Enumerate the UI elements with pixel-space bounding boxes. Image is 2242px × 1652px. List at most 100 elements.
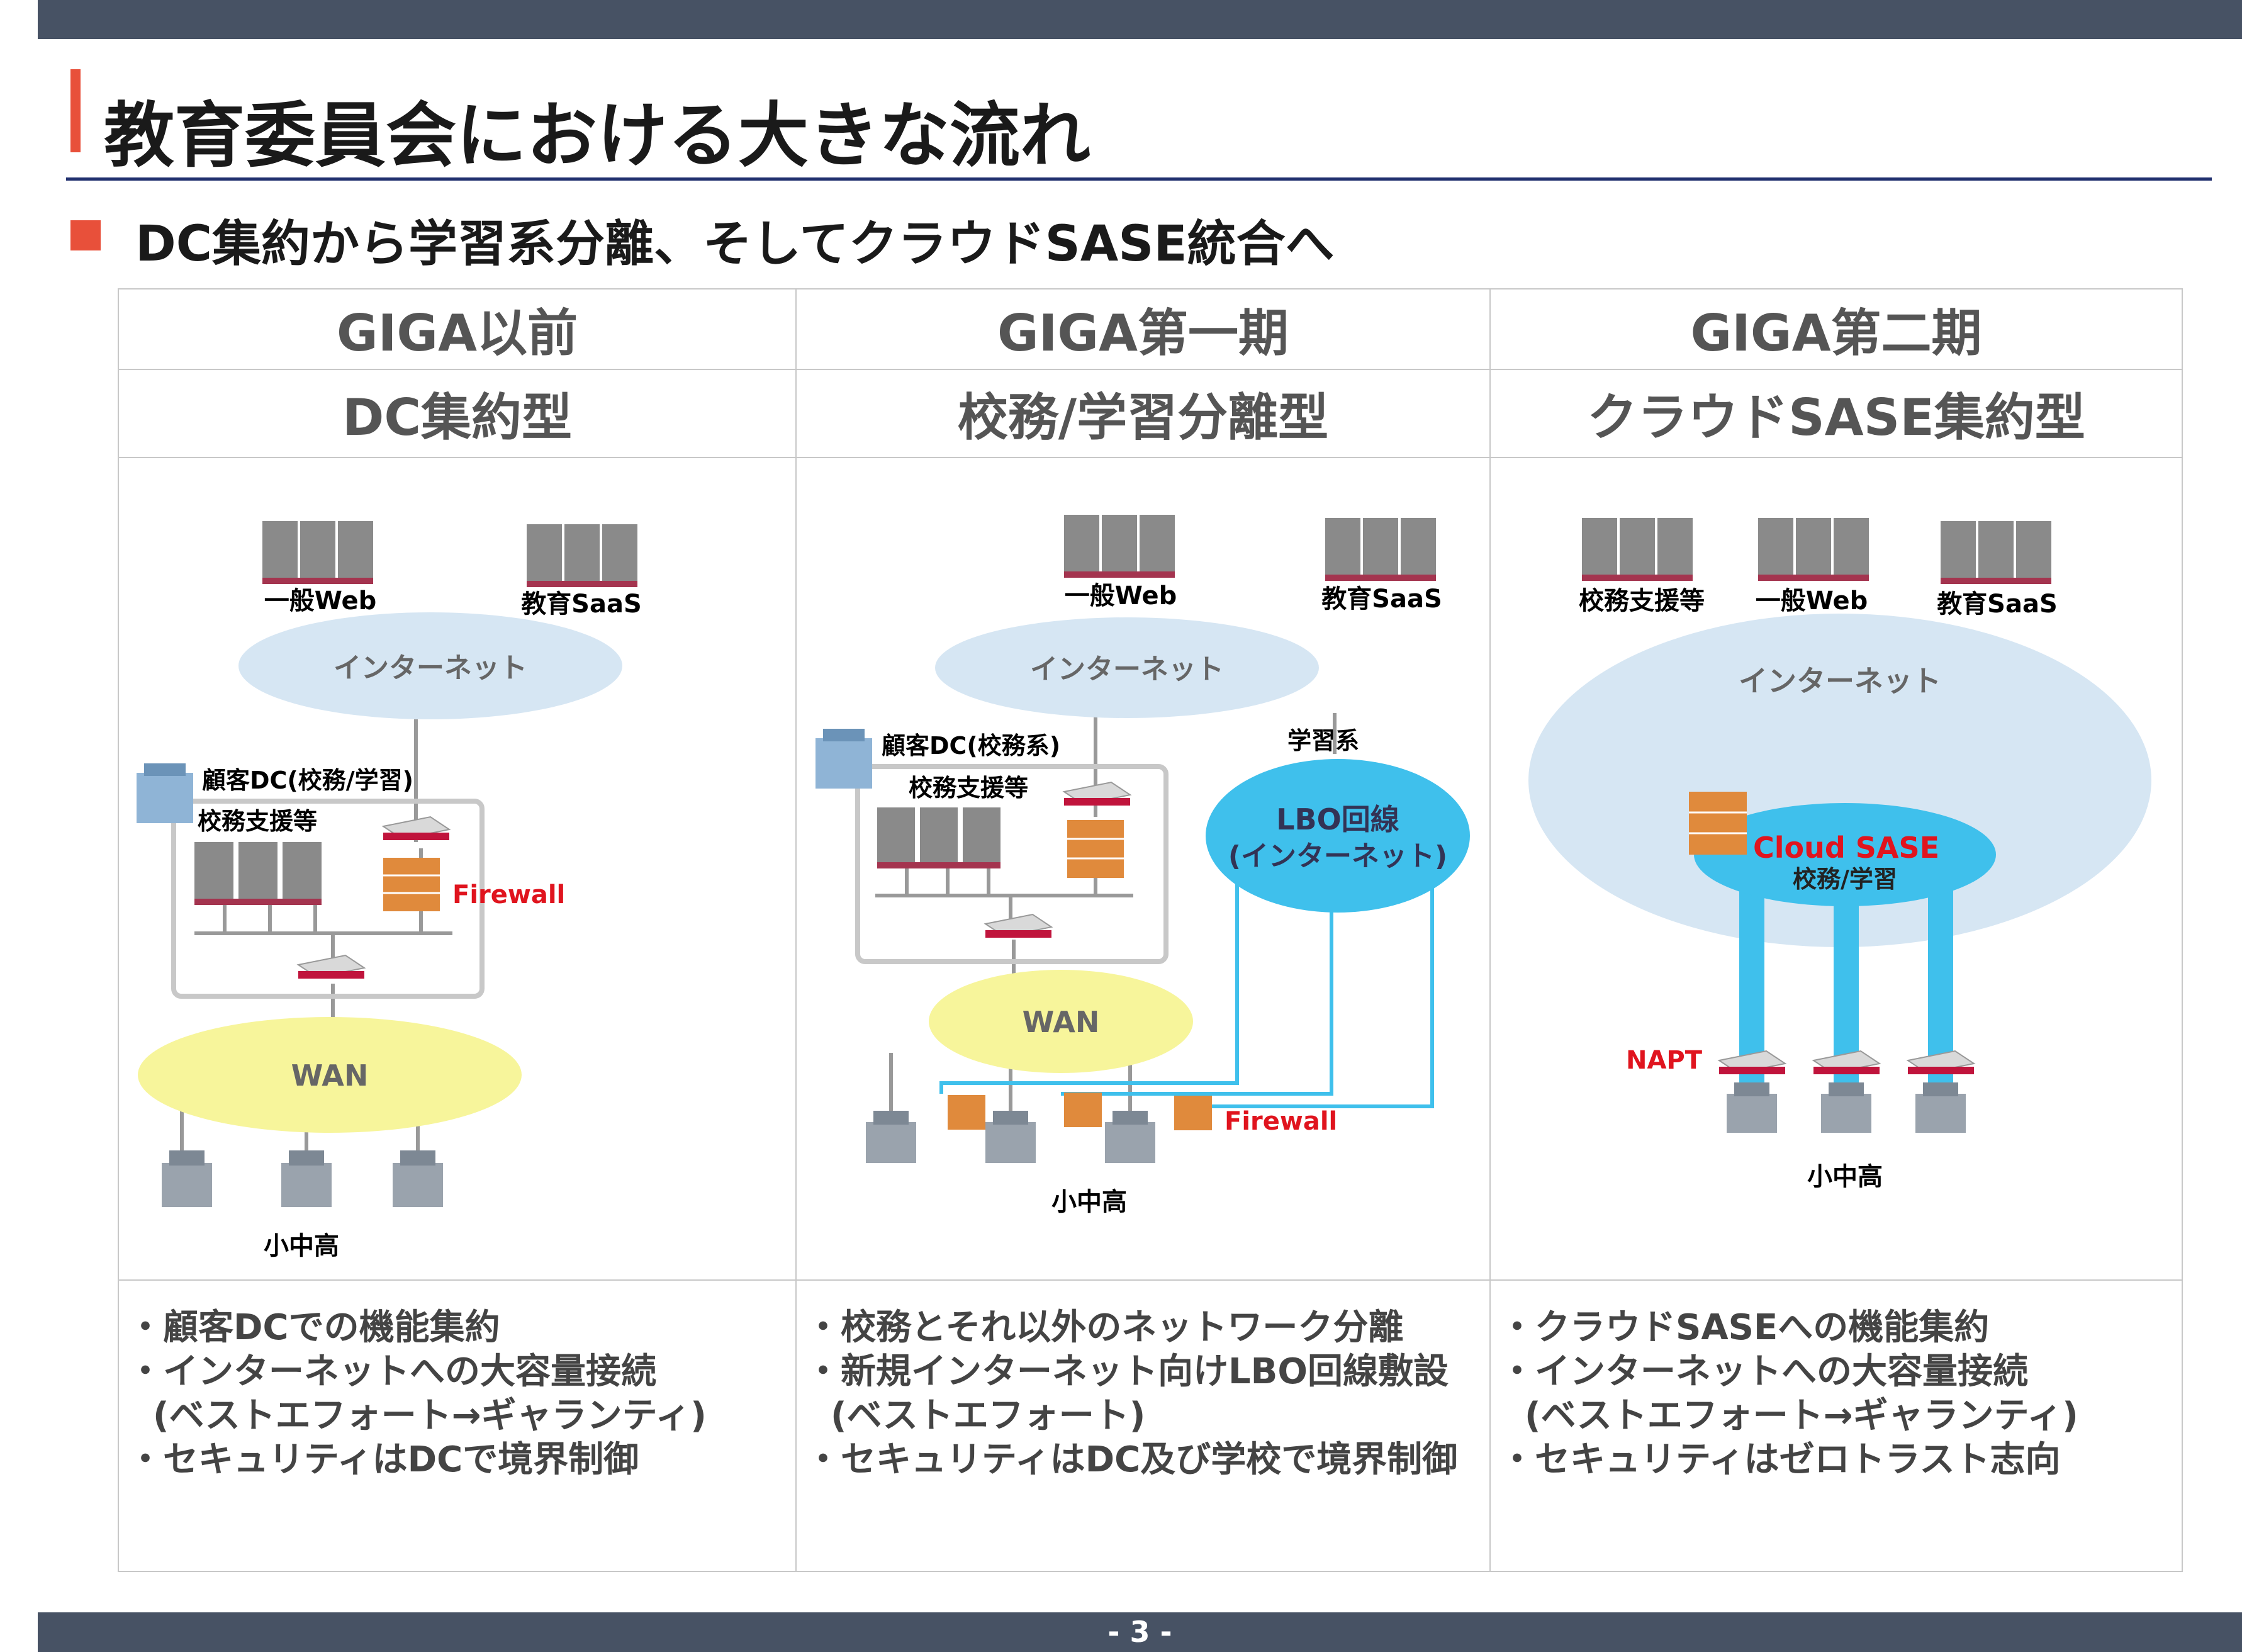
- title-underline: [66, 177, 2212, 181]
- router-icon: [1717, 1050, 1787, 1074]
- lbo-subtitle: (インターネット): [1228, 840, 1447, 872]
- saas-label: 教育SaaS: [1937, 590, 2058, 619]
- school-building-icon: [1821, 1082, 1871, 1133]
- internet-label: インターネット: [333, 652, 527, 684]
- comparison-table: GIGA以前 GIGA第一期 GIGA第二期 DC集約型 校務/学習分離型 クラ…: [118, 288, 2183, 1572]
- cloud-sase-sub: 校務/学習: [1793, 865, 1897, 893]
- router-icon: [296, 954, 366, 979]
- internet-cloud: [1528, 614, 2151, 947]
- firewall-icon: [383, 858, 440, 911]
- diagram-separated: インターネット LBO回線 (インターネット) 学習系 WAN 一般Web: [795, 457, 1491, 1281]
- firewall-icon: [1067, 820, 1124, 878]
- schools-label: 小中高: [264, 1232, 339, 1261]
- firewall-label: Firewall: [1225, 1107, 1337, 1136]
- support-label: 校務支援等: [198, 807, 317, 835]
- school-building-icon: [866, 1111, 916, 1163]
- school-building-icon: [1915, 1082, 1966, 1133]
- top-bar: [38, 0, 2242, 39]
- internet-cloud: [238, 612, 622, 719]
- schools-label: 小中高: [1807, 1162, 1883, 1191]
- cloud-sase-label: Cloud SASE: [1753, 831, 1939, 865]
- notes-cell: ・顧客DCでの機能集約 ・インターネットへの大容量接続 (ベストエフォート→ギャ…: [118, 1279, 797, 1572]
- note-line: ・校務とそれ以外のネットワーク分離: [805, 1307, 1404, 1348]
- dc-boundary: [171, 799, 485, 999]
- wan-label: WAN: [1023, 1005, 1100, 1039]
- router-icon: [1062, 781, 1132, 806]
- internet-cloud: [935, 617, 1319, 718]
- bullet-square-icon: [70, 220, 101, 250]
- dc-label: 顧客DC(校務系): [882, 732, 1060, 760]
- schools-label: 小中高: [1051, 1188, 1127, 1217]
- internet-label: インターネット: [1739, 664, 1941, 698]
- era-header: GIGA第二期: [1489, 288, 2183, 370]
- firewall-icon: [948, 1095, 985, 1130]
- era-header: GIGA第一期: [795, 288, 1491, 370]
- web-label: 一般Web: [1065, 582, 1177, 610]
- page-title: 教育委員会における大きな流れ: [104, 95, 1090, 177]
- web-label: 一般Web: [264, 587, 376, 615]
- firewall-icon: [1174, 1096, 1212, 1130]
- internet-label: インターネット: [1030, 653, 1224, 685]
- note-line: ・セキュリティはゼロトラスト志向: [1499, 1439, 2061, 1480]
- page-number: - 3 -: [1107, 1615, 1172, 1649]
- lbo-circuit: [1206, 759, 1470, 913]
- server-rack-icon: [1325, 518, 1436, 581]
- learning-label: 学習系: [1287, 727, 1359, 755]
- note-line: ・新規インターネット向けLBO回線敷設: [805, 1351, 1449, 1392]
- firewall-icon: [1689, 792, 1747, 855]
- server-rack-icon: [1582, 518, 1693, 581]
- router-icon: [381, 816, 451, 840]
- router-icon: [1906, 1050, 1976, 1074]
- school-building-icon: [1727, 1082, 1777, 1133]
- server-rack-icon: [1941, 521, 2051, 584]
- web-label: 一般Web: [1756, 587, 1868, 615]
- diagram-dc-centralized: インターネット WAN 一般Web 教育SaaS: [118, 457, 797, 1281]
- school-building-icon: [281, 1150, 332, 1207]
- server-rack-icon: [527, 524, 637, 587]
- note-line: (ベストエフォート→ギャランティ): [153, 1395, 707, 1436]
- note-line: ・インターネットへの大容量接続: [128, 1351, 656, 1392]
- note-line: ・セキュリティはDC及び学校で境界制御: [805, 1439, 1458, 1480]
- server-rack-icon: [877, 807, 1000, 868]
- title-accent-bar: [70, 69, 81, 152]
- bottom-bar: - 3 -: [38, 1612, 2242, 1652]
- napt-label: NAPT: [1626, 1046, 1703, 1075]
- dc-label: 顧客DC(校務/学習): [202, 767, 413, 794]
- note-line: ・クラウドSASEへの機能集約: [1499, 1307, 1990, 1348]
- school-building-icon: [393, 1150, 443, 1207]
- wan-label: WAN: [291, 1059, 369, 1093]
- note-line: (ベストエフォート→ギャランティ): [1525, 1395, 2078, 1436]
- cloud-sase: [1694, 803, 1996, 906]
- note-line: ・インターネットへの大容量接続: [1499, 1351, 2028, 1392]
- router-icon: [984, 913, 1053, 938]
- model-header: DC集約型: [118, 369, 797, 458]
- dc-boundary: [855, 764, 1169, 964]
- school-building-icon: [1105, 1111, 1155, 1163]
- wan-cloud: [929, 970, 1193, 1073]
- firewall-label: Firewall: [452, 880, 565, 909]
- note-line: (ベストエフォート): [831, 1395, 1146, 1436]
- school-building-icon: [162, 1150, 212, 1207]
- lbo-title: LBO回線: [1276, 802, 1399, 836]
- support-label: 校務支援等: [1579, 587, 1705, 615]
- school-building-icon: [985, 1111, 1036, 1163]
- model-header: クラウドSASE集約型: [1489, 369, 2183, 458]
- server-rack-icon: [1064, 515, 1175, 578]
- server-rack-icon: [262, 521, 373, 584]
- saas-label: 教育SaaS: [1321, 585, 1442, 614]
- notes-cell: ・クラウドSASEへの機能集約 ・インターネットへの大容量接続 (ベストエフォー…: [1489, 1279, 2183, 1572]
- diagram-cloud-sase: インターネット Cloud SASE 校務/学習: [1489, 457, 2183, 1281]
- saas-label: 教育SaaS: [521, 590, 642, 619]
- datacenter-building-icon: [137, 763, 193, 823]
- server-rack-icon: [1758, 518, 1869, 581]
- wan-cloud: [138, 1017, 522, 1133]
- model-header: 校務/学習分離型: [795, 369, 1491, 458]
- notes-cell: ・校務とそれ以外のネットワーク分離 ・新規インターネット向けLBO回線敷設 (ベ…: [795, 1279, 1491, 1572]
- firewall-icon: [1064, 1093, 1102, 1127]
- server-rack-icon: [194, 842, 322, 905]
- note-line: ・セキュリティはDCで境界制御: [128, 1439, 639, 1480]
- router-icon: [1812, 1050, 1881, 1074]
- era-header: GIGA以前: [118, 288, 797, 370]
- support-label: 校務支援等: [909, 774, 1028, 802]
- note-line: ・顧客DCでの機能集約: [128, 1307, 500, 1348]
